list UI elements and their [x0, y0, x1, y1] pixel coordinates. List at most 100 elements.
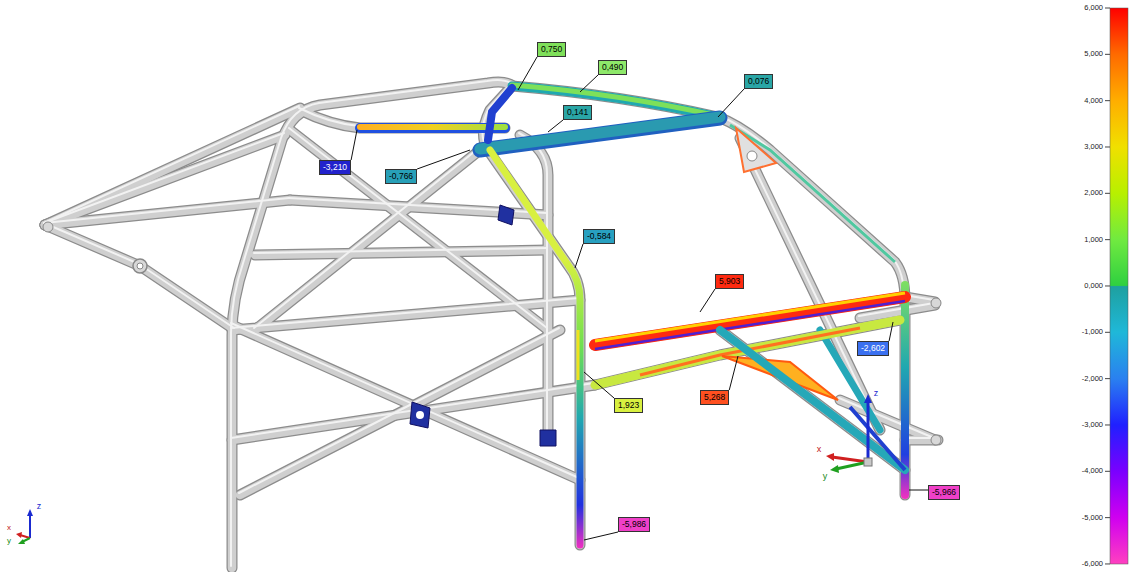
axis-letter: y: [822, 471, 829, 481]
callout-box: 0,490: [598, 60, 627, 75]
callout-box: -0,766: [385, 169, 417, 184]
leader-lines: [351, 57, 928, 540]
callout-value: 1,923: [618, 400, 639, 411]
leader-line: [575, 244, 583, 268]
leader-line: [584, 372, 614, 398]
tube-end: [931, 435, 941, 445]
arrow-head: [27, 509, 33, 516]
deviation-band: [730, 125, 895, 262]
deviation-band: [512, 86, 718, 117]
axis-arrow: [836, 462, 868, 469]
scale-tick: [1105, 471, 1110, 472]
deviation-band: [480, 118, 720, 150]
color-scale-bar: [1110, 8, 1128, 564]
scale-value: 1,000: [1083, 235, 1104, 245]
scale-value: -1,000: [1081, 327, 1104, 337]
deviation-band: [512, 85, 718, 116]
callout-box: 0,750: [537, 42, 566, 57]
mount-plate: [133, 259, 147, 273]
deviation-band: [360, 124, 505, 130]
callout-value: 5,268: [704, 392, 725, 403]
deviation-band: [577, 330, 580, 380]
axis-letter: z: [873, 388, 880, 398]
callout-box: -0,584: [583, 229, 615, 244]
deviation-band: [490, 150, 580, 545]
scale-tick: [1105, 239, 1110, 240]
scale-value: -5,000: [1081, 513, 1104, 523]
scale-tick: [1105, 285, 1110, 286]
tube-end: [931, 298, 941, 308]
scale-value: 5,000: [1083, 49, 1104, 59]
axis-arrow: [20, 535, 30, 538]
scale-ticks: [1105, 8, 1110, 564]
callout-value: -5,966: [932, 487, 956, 498]
scale-tick: [1105, 424, 1110, 425]
plate-hole: [416, 411, 424, 419]
callout-value: -5,986: [622, 519, 646, 530]
tube-outline: [45, 82, 938, 568]
callout-box: -5,966: [928, 485, 960, 500]
scale-value: 4,000: [1083, 96, 1104, 106]
callout-box: 0,076: [744, 74, 773, 89]
base-plate: [498, 205, 514, 225]
scale-value: 0,000: [1083, 281, 1104, 291]
arrow-head: [864, 394, 872, 403]
axis-letter: x: [6, 523, 12, 533]
scale-value: -3,000: [1081, 420, 1104, 430]
scale-value: 2,000: [1083, 188, 1104, 198]
scale-tick: [1105, 146, 1110, 147]
callout-value: 0,750: [541, 44, 562, 55]
axis-letter: z: [36, 501, 43, 511]
base-plate: [540, 430, 556, 446]
callout-box: 1,923: [614, 398, 643, 413]
callout-box: 5,268: [700, 390, 729, 405]
scale-value: 6,000: [1083, 3, 1104, 13]
arrow-head: [830, 465, 839, 473]
scale-value: -2,000: [1081, 374, 1104, 384]
callout-value: 0,076: [748, 76, 769, 87]
scale-tick: [1105, 517, 1110, 518]
deviation-band: [595, 293, 905, 341]
leader-line: [351, 130, 357, 160]
callout-box: 5,903: [715, 274, 744, 289]
leader-line: [909, 490, 928, 491]
callout-box: -2,602: [857, 341, 889, 356]
axis-arrow: [832, 457, 868, 462]
axis-arrow: [867, 400, 870, 462]
callout-value: -2,602: [861, 343, 885, 354]
callout-value: 0,490: [602, 62, 623, 73]
leader-line: [417, 150, 470, 169]
arrow-head: [18, 539, 25, 544]
leader-line: [718, 89, 744, 117]
tube-highlight: [44, 80, 937, 566]
scale-tick: [1105, 332, 1110, 333]
leader-line: [580, 75, 598, 92]
tube-body: [45, 82, 938, 568]
callout-value: -3,210: [323, 162, 347, 173]
leader-line: [889, 322, 893, 341]
leader-line: [584, 532, 618, 540]
scale-value: -4,000: [1081, 466, 1104, 476]
scale-tick: [1105, 8, 1110, 9]
scale-tick: [1105, 563, 1110, 564]
arrow-head: [16, 532, 22, 538]
deviation-band: [480, 117, 720, 149]
axis-arrow: [29, 514, 31, 538]
callout-box: -5,986: [618, 517, 650, 532]
callout-value: 5,903: [719, 276, 740, 287]
gusset-plate: [736, 128, 776, 172]
axis-letter: x: [816, 444, 823, 454]
deviation-band: [360, 123, 505, 133]
callout-value: 0,141: [567, 107, 588, 118]
scale-value: -6,000: [1081, 559, 1104, 569]
mount-hole: [137, 263, 143, 269]
deviation-band: [595, 297, 905, 345]
leader-line: [548, 120, 563, 132]
scale-value: 3,000: [1083, 142, 1104, 152]
deviation-band: [720, 330, 905, 470]
scale-tick: [1105, 378, 1110, 379]
callout-box: 0,141: [563, 105, 592, 120]
tube-end: [43, 222, 53, 232]
